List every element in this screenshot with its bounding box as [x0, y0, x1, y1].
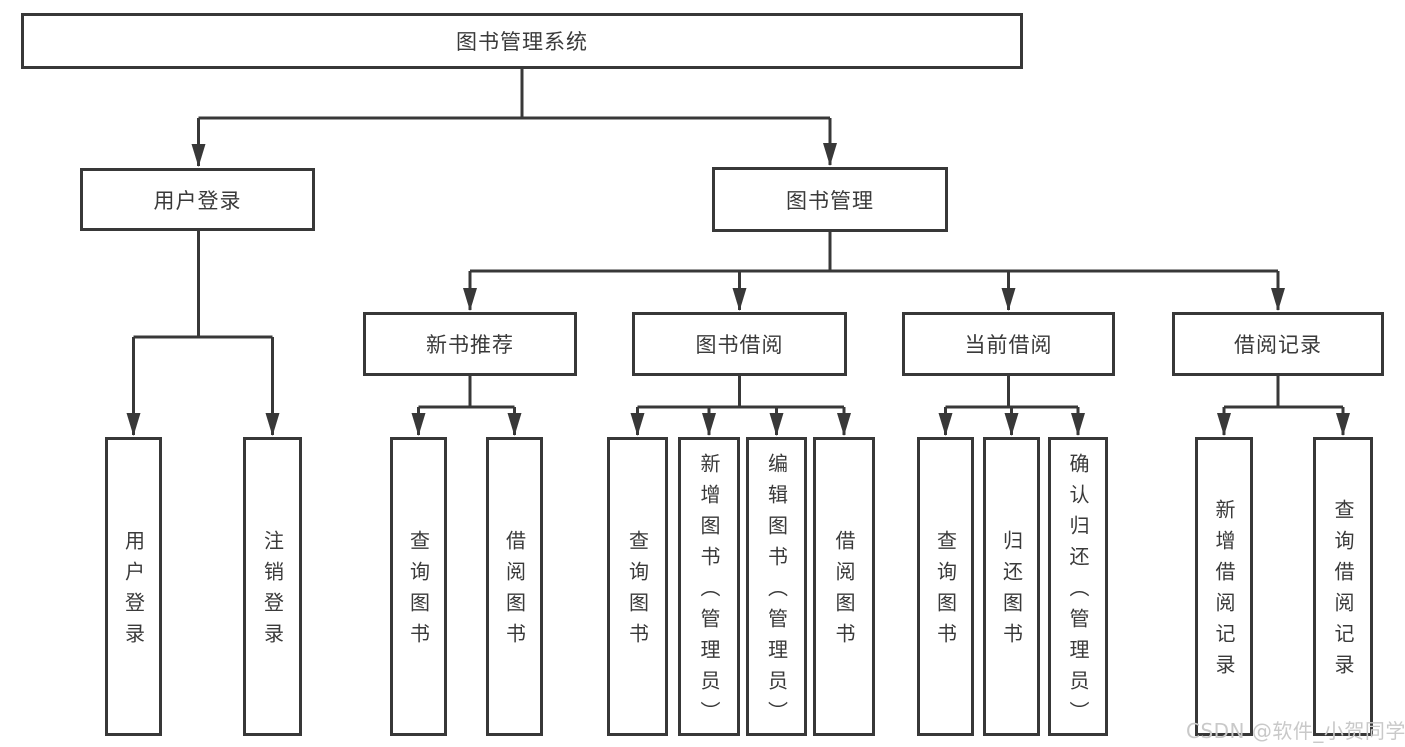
- node-book-management: 图书管理: [712, 167, 948, 232]
- node-user-login-action-label: 用户登录: [121, 530, 146, 654]
- node-logout-label: 注销登录: [260, 530, 285, 654]
- node-borrow-books-recommend-label: 借阅图书: [502, 530, 527, 654]
- node-root: 图书管理系统: [21, 13, 1023, 69]
- node-confirm-return-admin-label: 确认归还（管理员）: [1066, 452, 1090, 732]
- node-query-books-current: 查询图书: [917, 437, 974, 736]
- node-query-books-borrow-label: 查询图书: [625, 530, 650, 654]
- node-query-books-recommend-label: 查询图书: [406, 530, 431, 654]
- node-query-books-borrow: 查询图书: [607, 437, 668, 736]
- node-query-borrow-record: 查询借阅记录: [1313, 437, 1373, 736]
- node-user-login: 用户登录: [80, 168, 315, 231]
- node-edit-books-admin: 编辑图书（管理员）: [746, 437, 807, 736]
- node-return-books-label: 归还图书: [999, 530, 1024, 654]
- node-add-books-admin-label: 新增图书（管理员）: [697, 452, 721, 732]
- node-return-books: 归还图书: [983, 437, 1040, 736]
- csdn-watermark: CSDN @软件_小贺同学: [1186, 719, 1405, 743]
- node-borrow-records: 借阅记录: [1172, 312, 1384, 376]
- node-borrow-books-recommend: 借阅图书: [486, 437, 543, 736]
- node-borrow-books-action-label: 借阅图书: [832, 530, 856, 654]
- node-add-borrow-record-label: 新增借阅记录: [1212, 499, 1236, 685]
- node-current-borrow: 当前借阅: [902, 312, 1115, 376]
- node-new-book-recommend: 新书推荐: [363, 312, 577, 376]
- node-query-borrow-record-label: 查询借阅记录: [1331, 499, 1355, 685]
- node-confirm-return-admin: 确认归还（管理员）: [1048, 437, 1108, 736]
- node-logout: 注销登录: [243, 437, 302, 736]
- node-query-books-recommend: 查询图书: [390, 437, 447, 736]
- node-user-login-action: 用户登录: [105, 437, 162, 736]
- node-query-books-current-label: 查询图书: [933, 530, 958, 654]
- node-add-borrow-record: 新增借阅记录: [1195, 437, 1253, 736]
- node-borrow-books-action: 借阅图书: [813, 437, 875, 736]
- node-book-borrow: 图书借阅: [632, 312, 847, 376]
- node-edit-books-admin-label: 编辑图书（管理员）: [764, 452, 789, 732]
- node-add-books-admin: 新增图书（管理员）: [678, 437, 740, 736]
